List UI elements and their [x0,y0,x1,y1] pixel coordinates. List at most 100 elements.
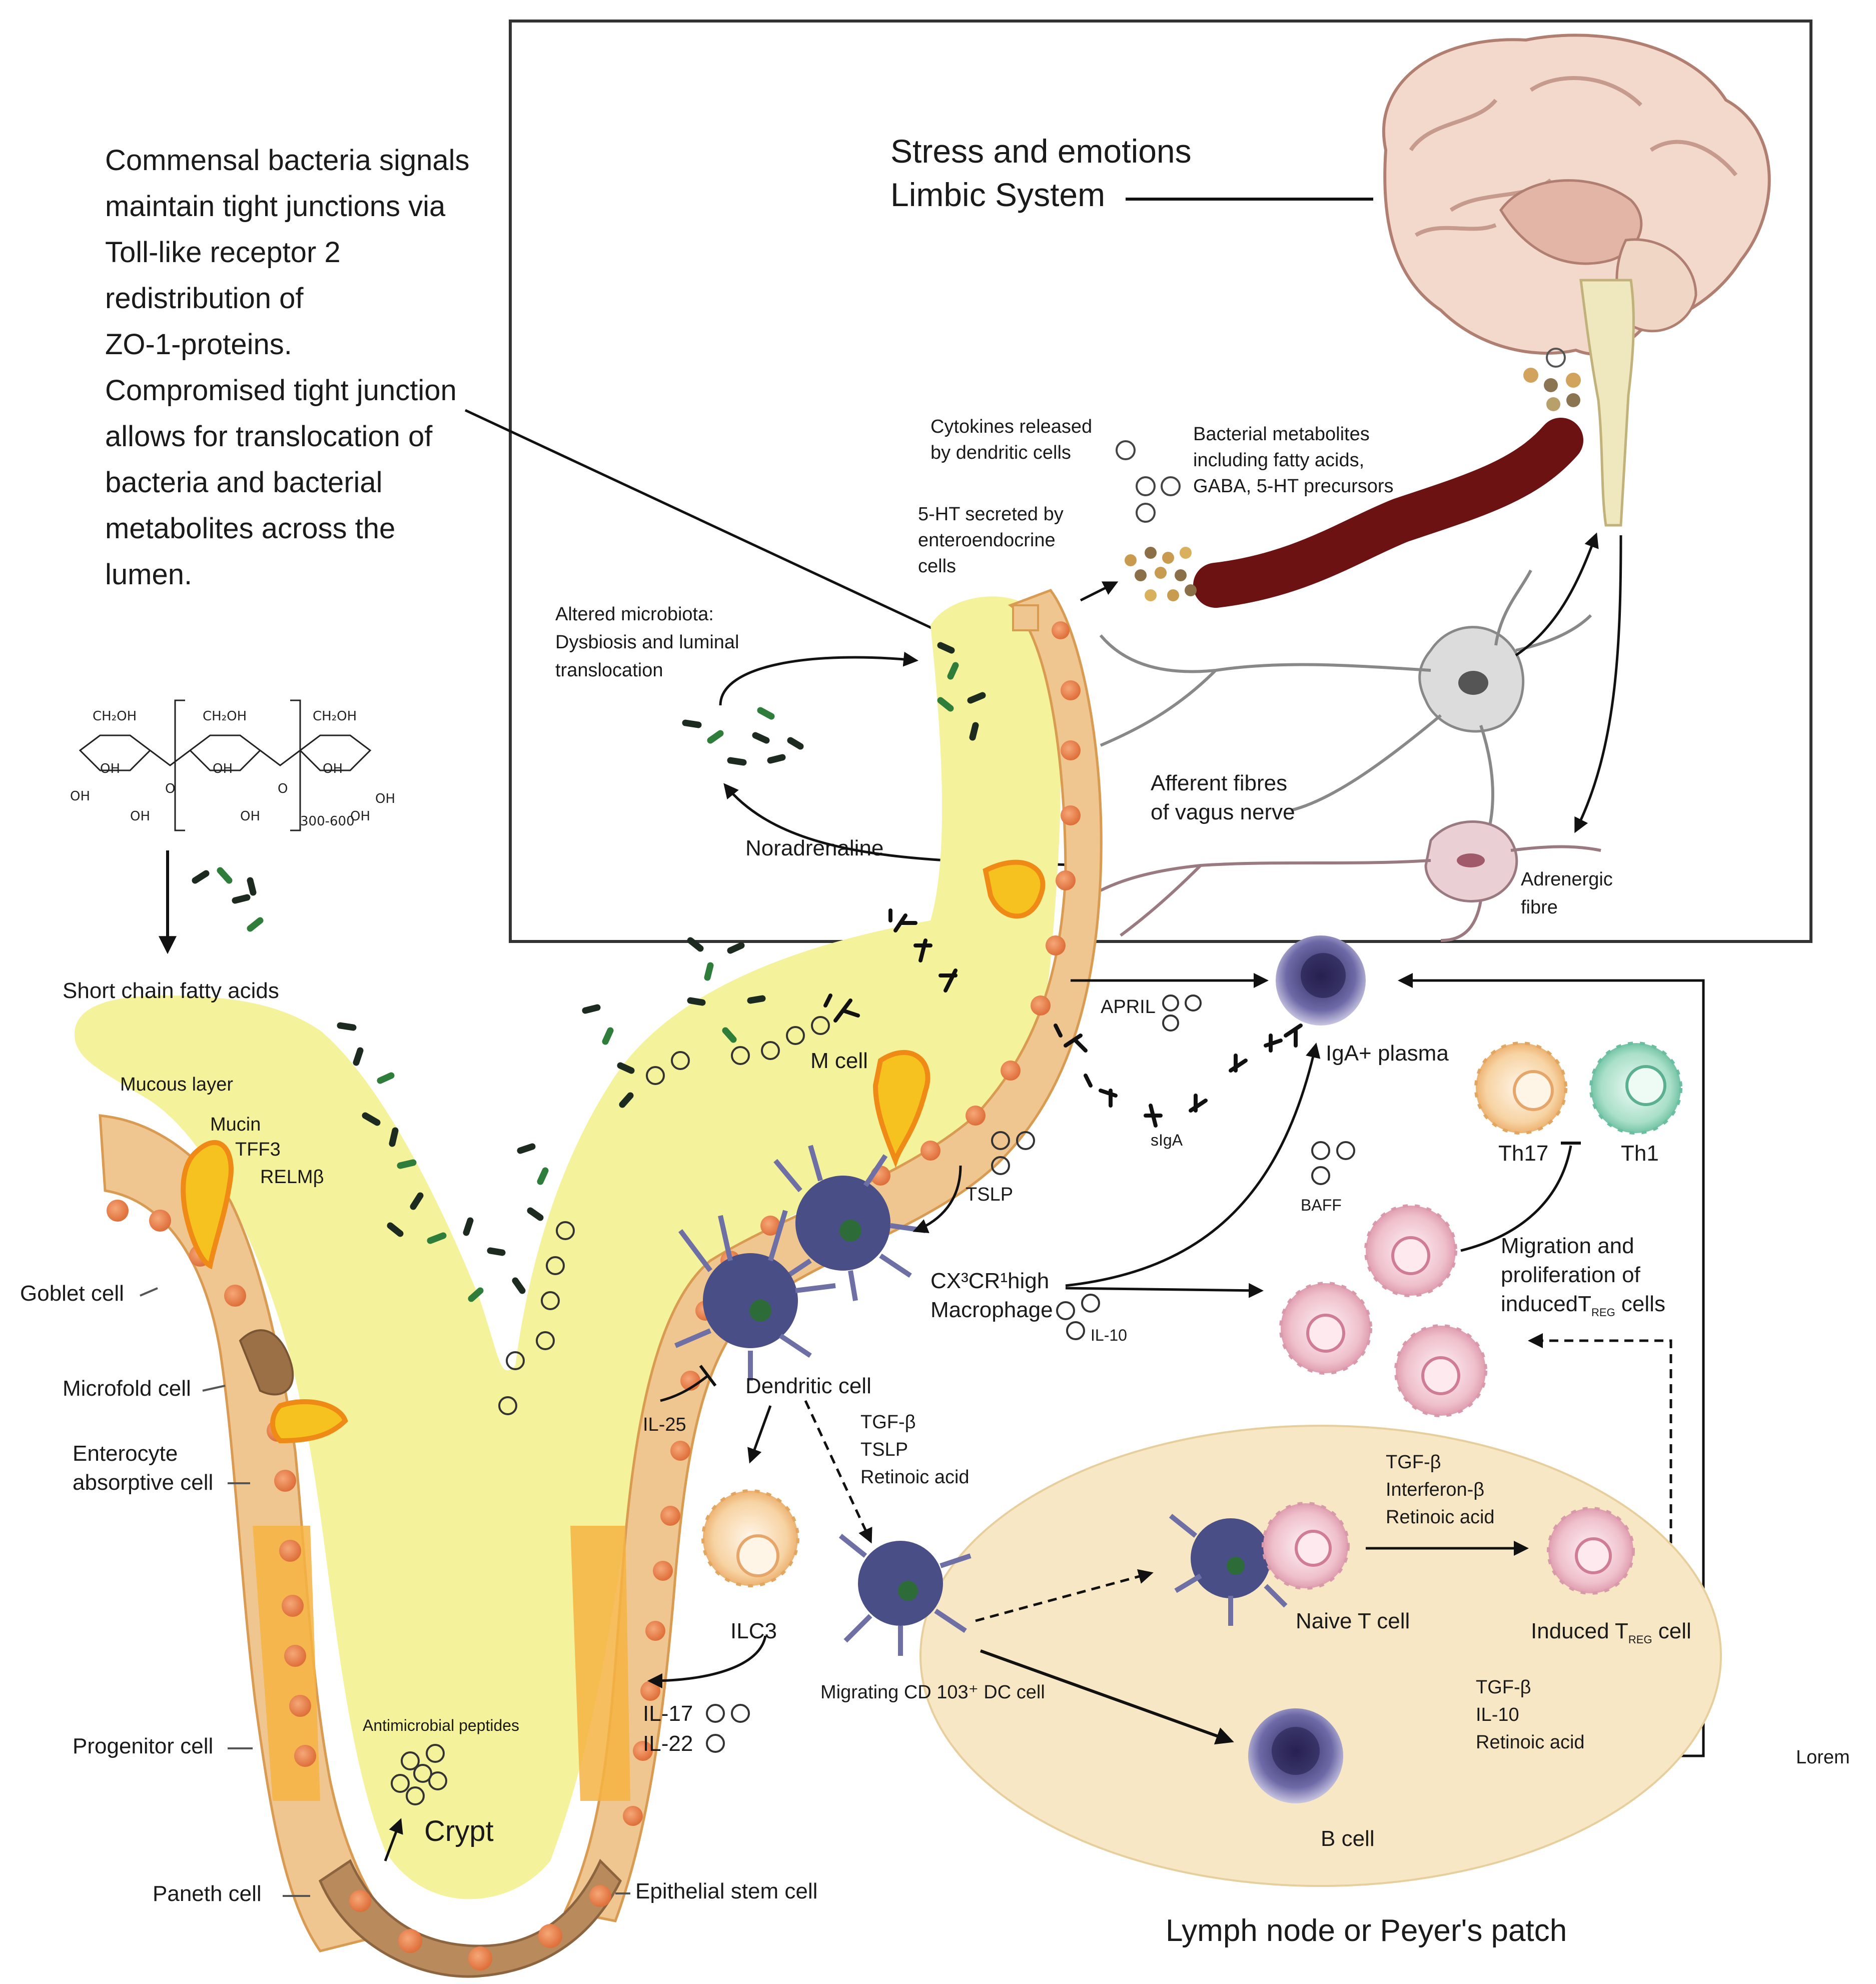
goblet-cell-mucin-lower [270,1399,348,1444]
svg-text:OH: OH [323,761,343,776]
dc-factors: TGF-β TSLP Retinoic acid [860,1412,970,1488]
iga-plasma-label: IgA+ plasma [1326,1041,1449,1066]
naive-t-cell [1262,1502,1350,1590]
b-cell [1248,1708,1343,1803]
peyers-patch [919,1425,1722,1887]
antimicrobial-label: Antimicrobial peptides [363,1716,519,1734]
stem-cell-label: Epithelial stem cell [635,1879,817,1903]
svg-text:OH: OH [375,791,395,806]
ilc3-cell [701,1489,799,1587]
goblet-leader [140,1287,158,1297]
crypt-base [318,1858,622,1978]
dc-to-ilc3-arrow [747,1405,772,1464]
svg-text:OH: OH [240,809,260,824]
migration-label: Migration and proliferation of inducedTR… [1501,1234,1665,1319]
il22-label: IL-22 [643,1731,693,1756]
il25-inhibit [660,1375,709,1402]
cellulose-labels: CH₂OH CH₂OH CH₂OH OH OH OH OH OH OH OH O… [70,709,395,829]
cellulose-structure [79,699,372,831]
limbic-title: Limbic System [890,176,1105,213]
svg-text:OH: OH [70,789,90,804]
macrophage-to-plasma-arrow [1065,1043,1321,1287]
april-dots [1162,995,1202,1032]
progenitor-label: Progenitor cell [73,1734,213,1758]
luminal-peptide-dots [498,1016,830,1415]
dc-migration-dashed [804,1400,872,1544]
treg-cell-top [1364,1204,1457,1297]
m-cell-label: M cell [810,1049,868,1073]
peyer-factors: TGF-β Interferon-β Retinoic acid [1386,1452,1495,1528]
crypt-label: Crypt [424,1815,494,1847]
il10-dots [1056,1294,1100,1340]
stress-title: Stress and emotions [890,133,1192,170]
afferent-to-brain-arrow [1515,532,1599,657]
goblet-cell-mucin-left [181,1140,234,1270]
svg-text:O: O [278,781,288,796]
il25-inhibit-bar [699,1365,717,1387]
serotonin-arrow [1080,581,1119,602]
svg-text:CH₂OH: CH₂OH [313,709,357,724]
svg-text:OH: OH [130,809,150,824]
tslp-dots [991,1131,1035,1175]
b-cell-label: B cell [1321,1826,1375,1851]
lymph-node-label: Lymph node or Peyer's patch [1166,1913,1567,1948]
metabolite-dots-brain [1523,348,1581,411]
peyer-dc-cell [1169,1514,1288,1626]
th1-cell [1589,1042,1682,1135]
mucin-label: Mucin [210,1114,261,1135]
relmb-label: RELMβ [260,1167,324,1188]
th17-label: Th17 [1498,1141,1548,1166]
baff-dots [1311,1141,1355,1185]
migrating-dc-cell [838,1534,972,1656]
gut-lumen [74,596,1061,1899]
treg-cell-left [1279,1282,1372,1375]
commensal-pointer-line [464,409,997,659]
bacteria [192,642,986,1302]
naive-t-label: Naive T cell [1296,1609,1410,1633]
dendritic-cell-label: Dendritic cell [745,1374,871,1398]
dendritic-cell [674,1210,836,1381]
tff3-label: TFF3 [235,1139,281,1160]
serotonin-dots [1125,547,1197,601]
altered-microbiota-label: Altered microbiota:Dysbiosis and luminal… [555,604,739,681]
mucous-layer-label: Mucous layer [120,1074,233,1095]
svg-text:CH₂OH: CH₂OH [93,709,137,724]
antimicrobial-peptides [391,1744,447,1805]
commensal-note: Commensal bacteria signals maintain tigh… [105,144,478,591]
il17-label: IL-17 [643,1701,693,1726]
siga-label: sIgA [1151,1131,1183,1149]
tslp-arrow [912,1165,962,1234]
migrating-dc-label: Migrating CD 103⁺ DC cell [820,1682,1045,1703]
gut-tube [1193,418,1583,608]
svg-text:300-600: 300-600 [300,814,355,829]
adrenergic-neuron [1100,820,1601,942]
microfold-cell-label: Microfold cell [63,1376,191,1401]
tslp-label: TSLP [966,1184,1013,1205]
treg-cell-right [1394,1324,1487,1417]
dysbiosis-arrow [719,651,918,706]
left-epithelium [99,1114,403,1952]
lorem-label: Lorem [1796,1747,1850,1768]
b-cell-factors: TGF-β IL-10 Retinoic acid [1476,1677,1585,1753]
paneth-arrow [384,1818,403,1861]
vagal-neuron [1099,569,1592,841]
brain-illustration [1382,34,1771,527]
iga-plasma-cell [1276,935,1366,1026]
macrophage-to-treg-arrow [1065,1283,1264,1298]
induced-treg-cell [1547,1507,1635,1595]
svg-text:OH: OH [350,809,370,824]
svg-text:O: O [165,781,175,796]
treg-to-th17-inhibit [1460,1145,1572,1252]
siga-molecules [823,908,1303,1128]
il17-22-dots [706,1704,750,1753]
goblet-cell-label: Goblet cell [20,1281,124,1306]
microfold-leader [202,1385,226,1392]
ilc3-arrow [647,1635,767,1688]
th17-cell [1474,1042,1567,1135]
